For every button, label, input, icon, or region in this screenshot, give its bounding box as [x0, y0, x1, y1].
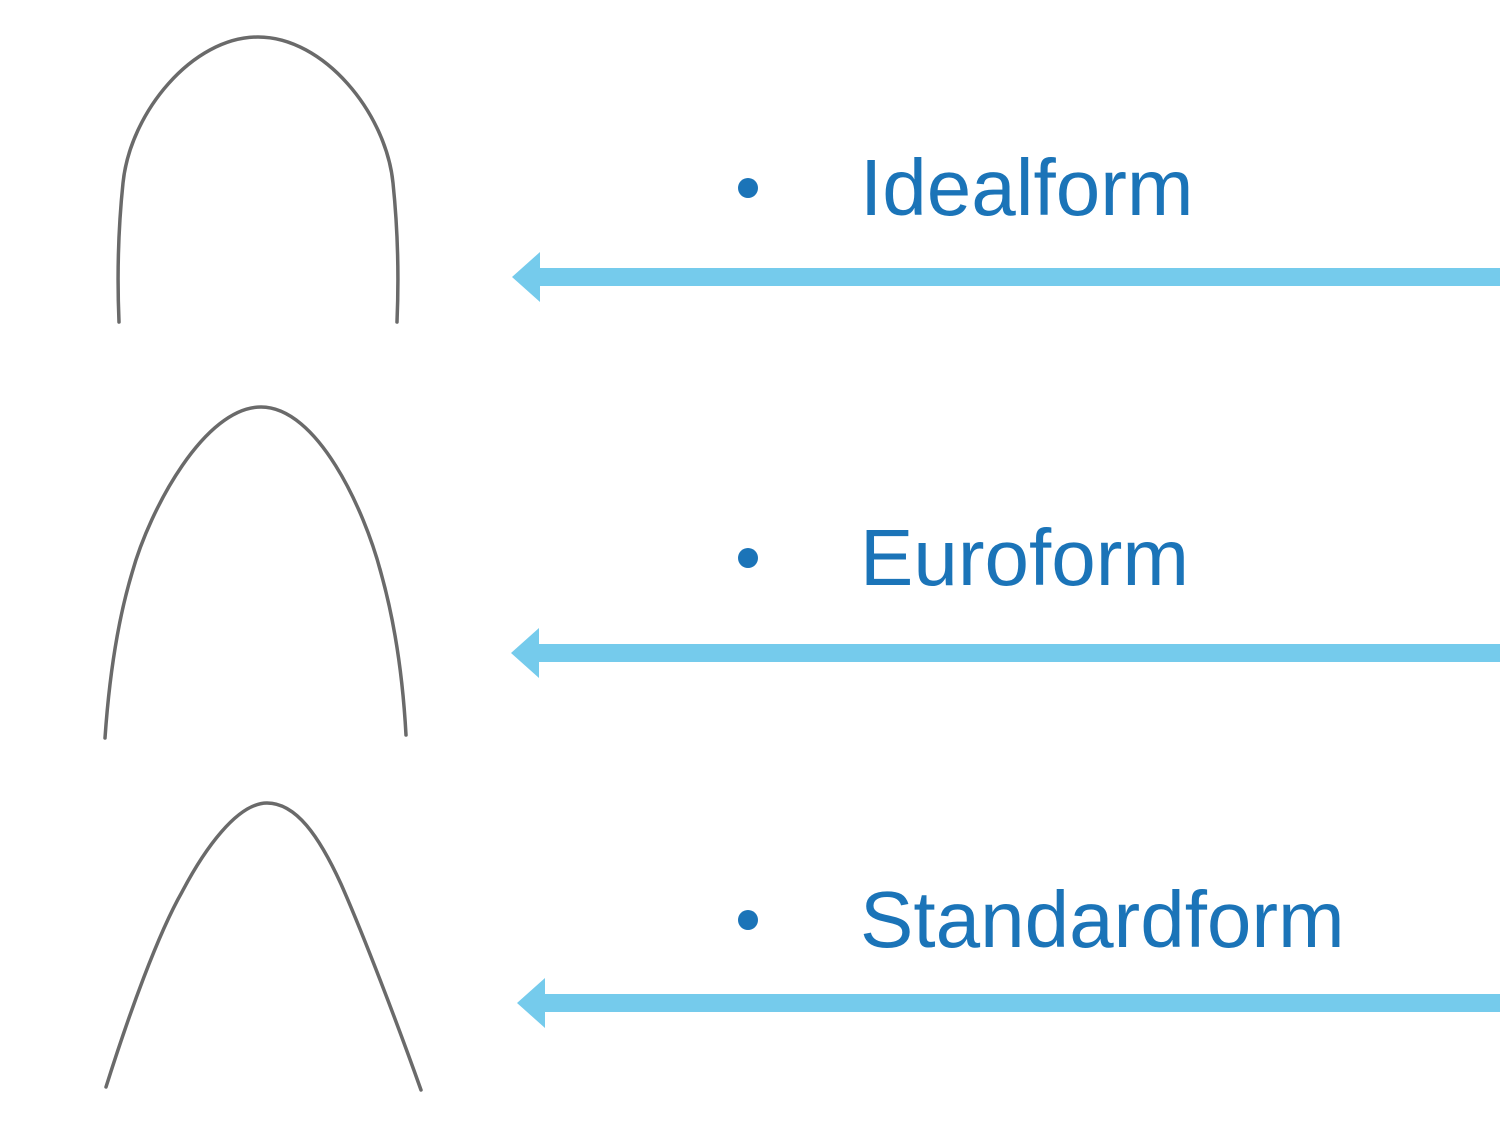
euroform-archwire-image: [103, 405, 408, 740]
standardform-archwire-image: [104, 801, 423, 1092]
idealform-label: Idealform: [860, 143, 1194, 232]
list-item-standardform: Standardform: [738, 880, 1345, 960]
list-item-euroform: Euroform: [738, 518, 1189, 598]
bullet-dot-icon: [738, 548, 758, 568]
left-arrow-icon: [511, 628, 1500, 678]
list-item-idealform: Idealform: [738, 148, 1193, 228]
left-arrow-icon: [512, 252, 1500, 302]
idealform-archwire-image: [116, 35, 400, 324]
bullet-dot-icon: [738, 178, 758, 198]
standardform-label: Standardform: [860, 875, 1345, 964]
euroform-label: Euroform: [860, 513, 1189, 602]
bullet-dot-icon: [738, 910, 758, 930]
left-arrow-icon: [517, 978, 1500, 1028]
